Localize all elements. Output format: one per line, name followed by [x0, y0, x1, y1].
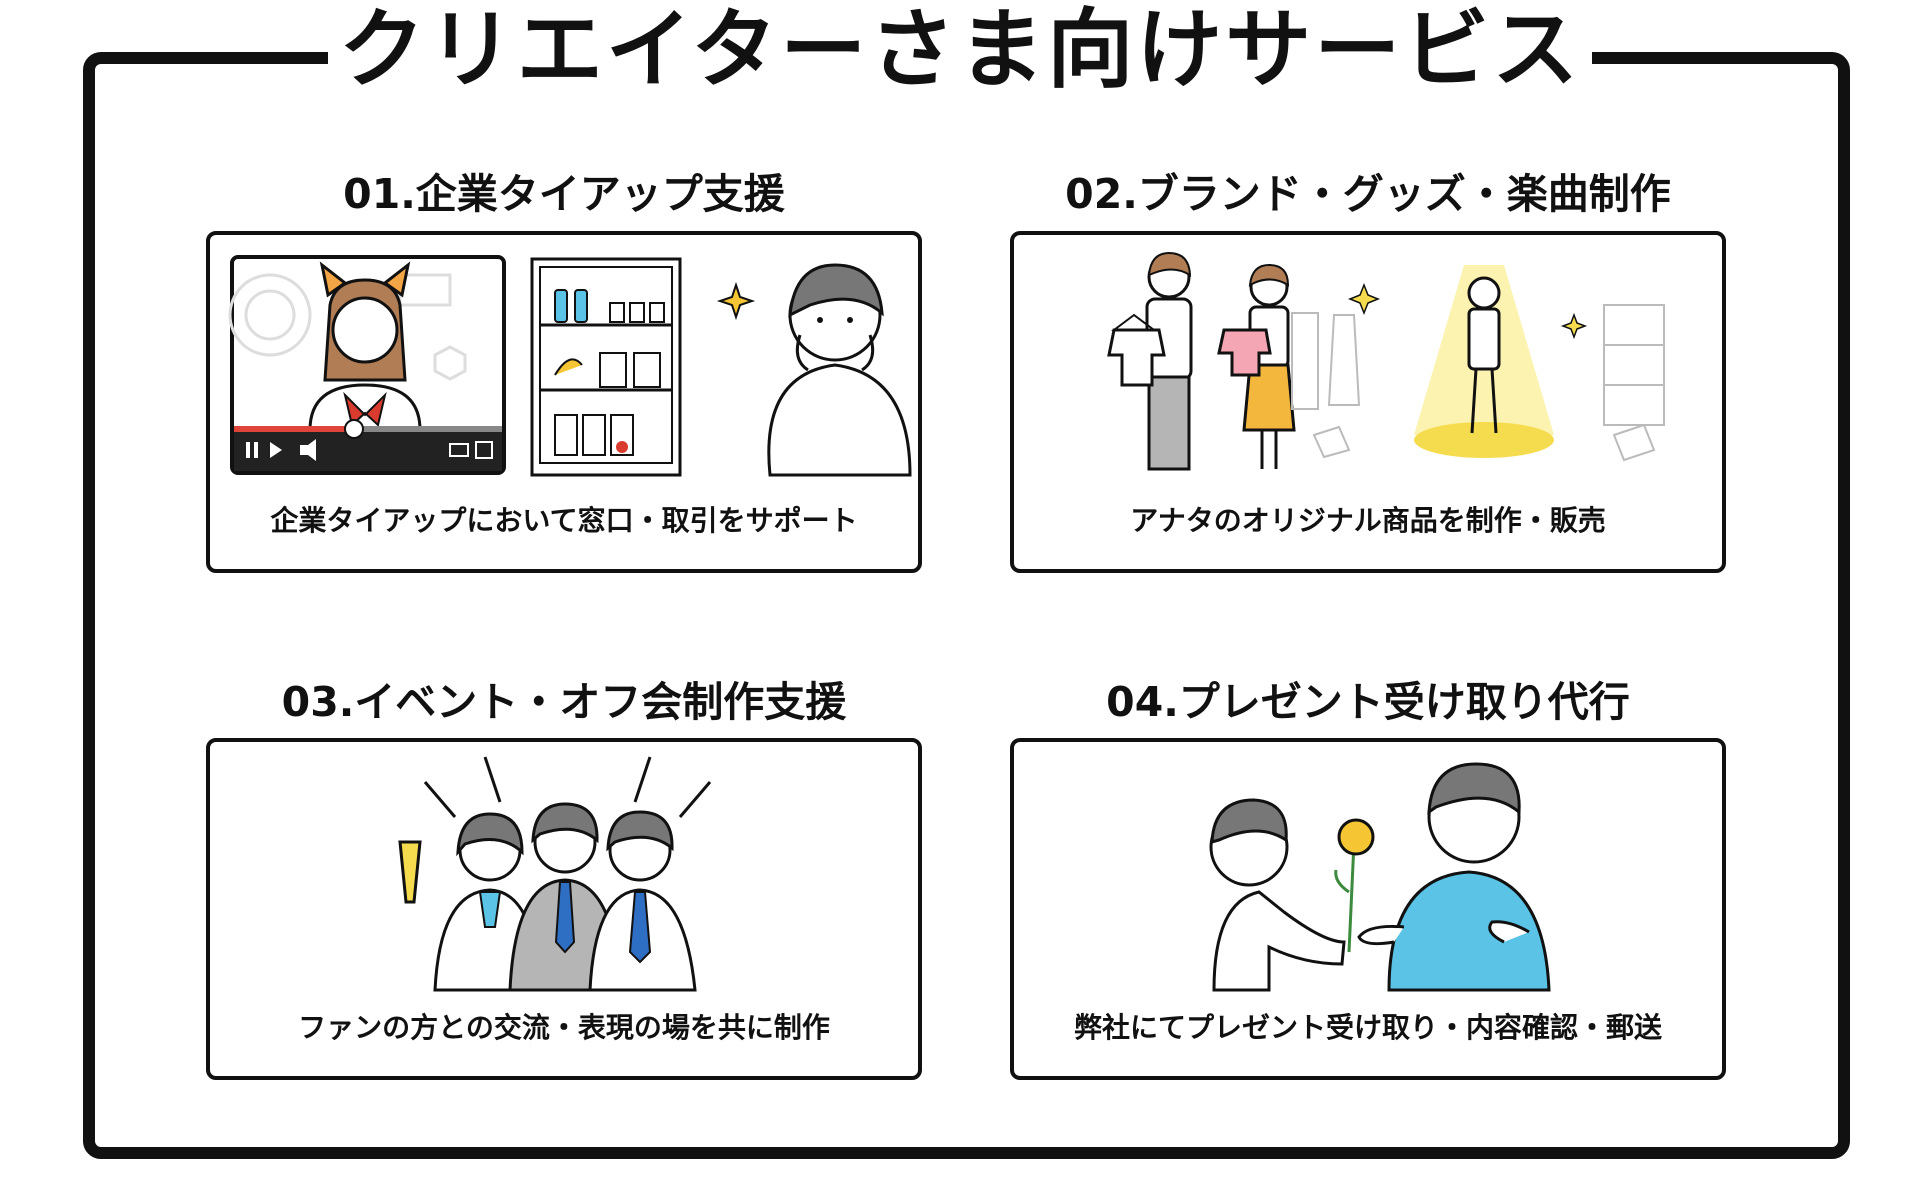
wardrobe-sketch [1291, 304, 1665, 462]
woman-with-top-illustration [1217, 263, 1296, 469]
service-02-card: アナタのオリジナル商品を制作・販売 [1010, 231, 1726, 573]
service-04-card: 弊社にてプレゼント受け取り・内容確認・郵送 [1010, 738, 1726, 1080]
excitement-lines [423, 756, 712, 818]
service-03-illustration [398, 756, 712, 992]
service-02-heading: 02.ブランド・グッズ・楽曲制作 [1065, 170, 1671, 218]
service-04-heading: 04.プレゼント受け取り代行 [1106, 678, 1630, 726]
sparkle-icon [716, 281, 756, 321]
man-with-shirt-illustration [1107, 251, 1193, 471]
service-03-caption: ファンの方との交流・表現の場を共に制作 [298, 1011, 830, 1044]
gift-receiver-illustration [1357, 762, 1551, 992]
service-03-heading: 03.イベント・オフ会制作支援 [281, 678, 847, 726]
flower-icon [1334, 818, 1375, 953]
vending-shelf-icon [530, 257, 682, 477]
service-01-caption: 企業タイアップにおいて窓口・取引をサポート [270, 504, 858, 537]
service-03-card: ファンの方との交流・表現の場を共に制作 [206, 738, 922, 1080]
page-title: クリエイターさま向けサービス [328, 2, 1592, 98]
service-01-card: 企業タイアップにおいて窓口・取引をサポート [206, 231, 922, 573]
glow-stick-icon [398, 840, 422, 904]
service-01-illustration [228, 255, 912, 477]
service-02-caption: アナタのオリジナル商品を制作・販売 [1130, 504, 1606, 537]
service-04-illustration [1209, 762, 1551, 992]
service-04-caption: 弊社にてプレゼント受け取り・内容確認・郵送 [1073, 1011, 1662, 1044]
video-player-icon [228, 255, 506, 475]
gift-giver-illustration [1209, 798, 1346, 992]
spotlight-icon [1347, 265, 1588, 458]
service-01-heading: 01.企業タイアップ支援 [343, 170, 785, 218]
fan-man-illustration [588, 810, 697, 992]
person-thinking-illustration [767, 263, 912, 477]
service-02-illustration [1107, 251, 1665, 471]
